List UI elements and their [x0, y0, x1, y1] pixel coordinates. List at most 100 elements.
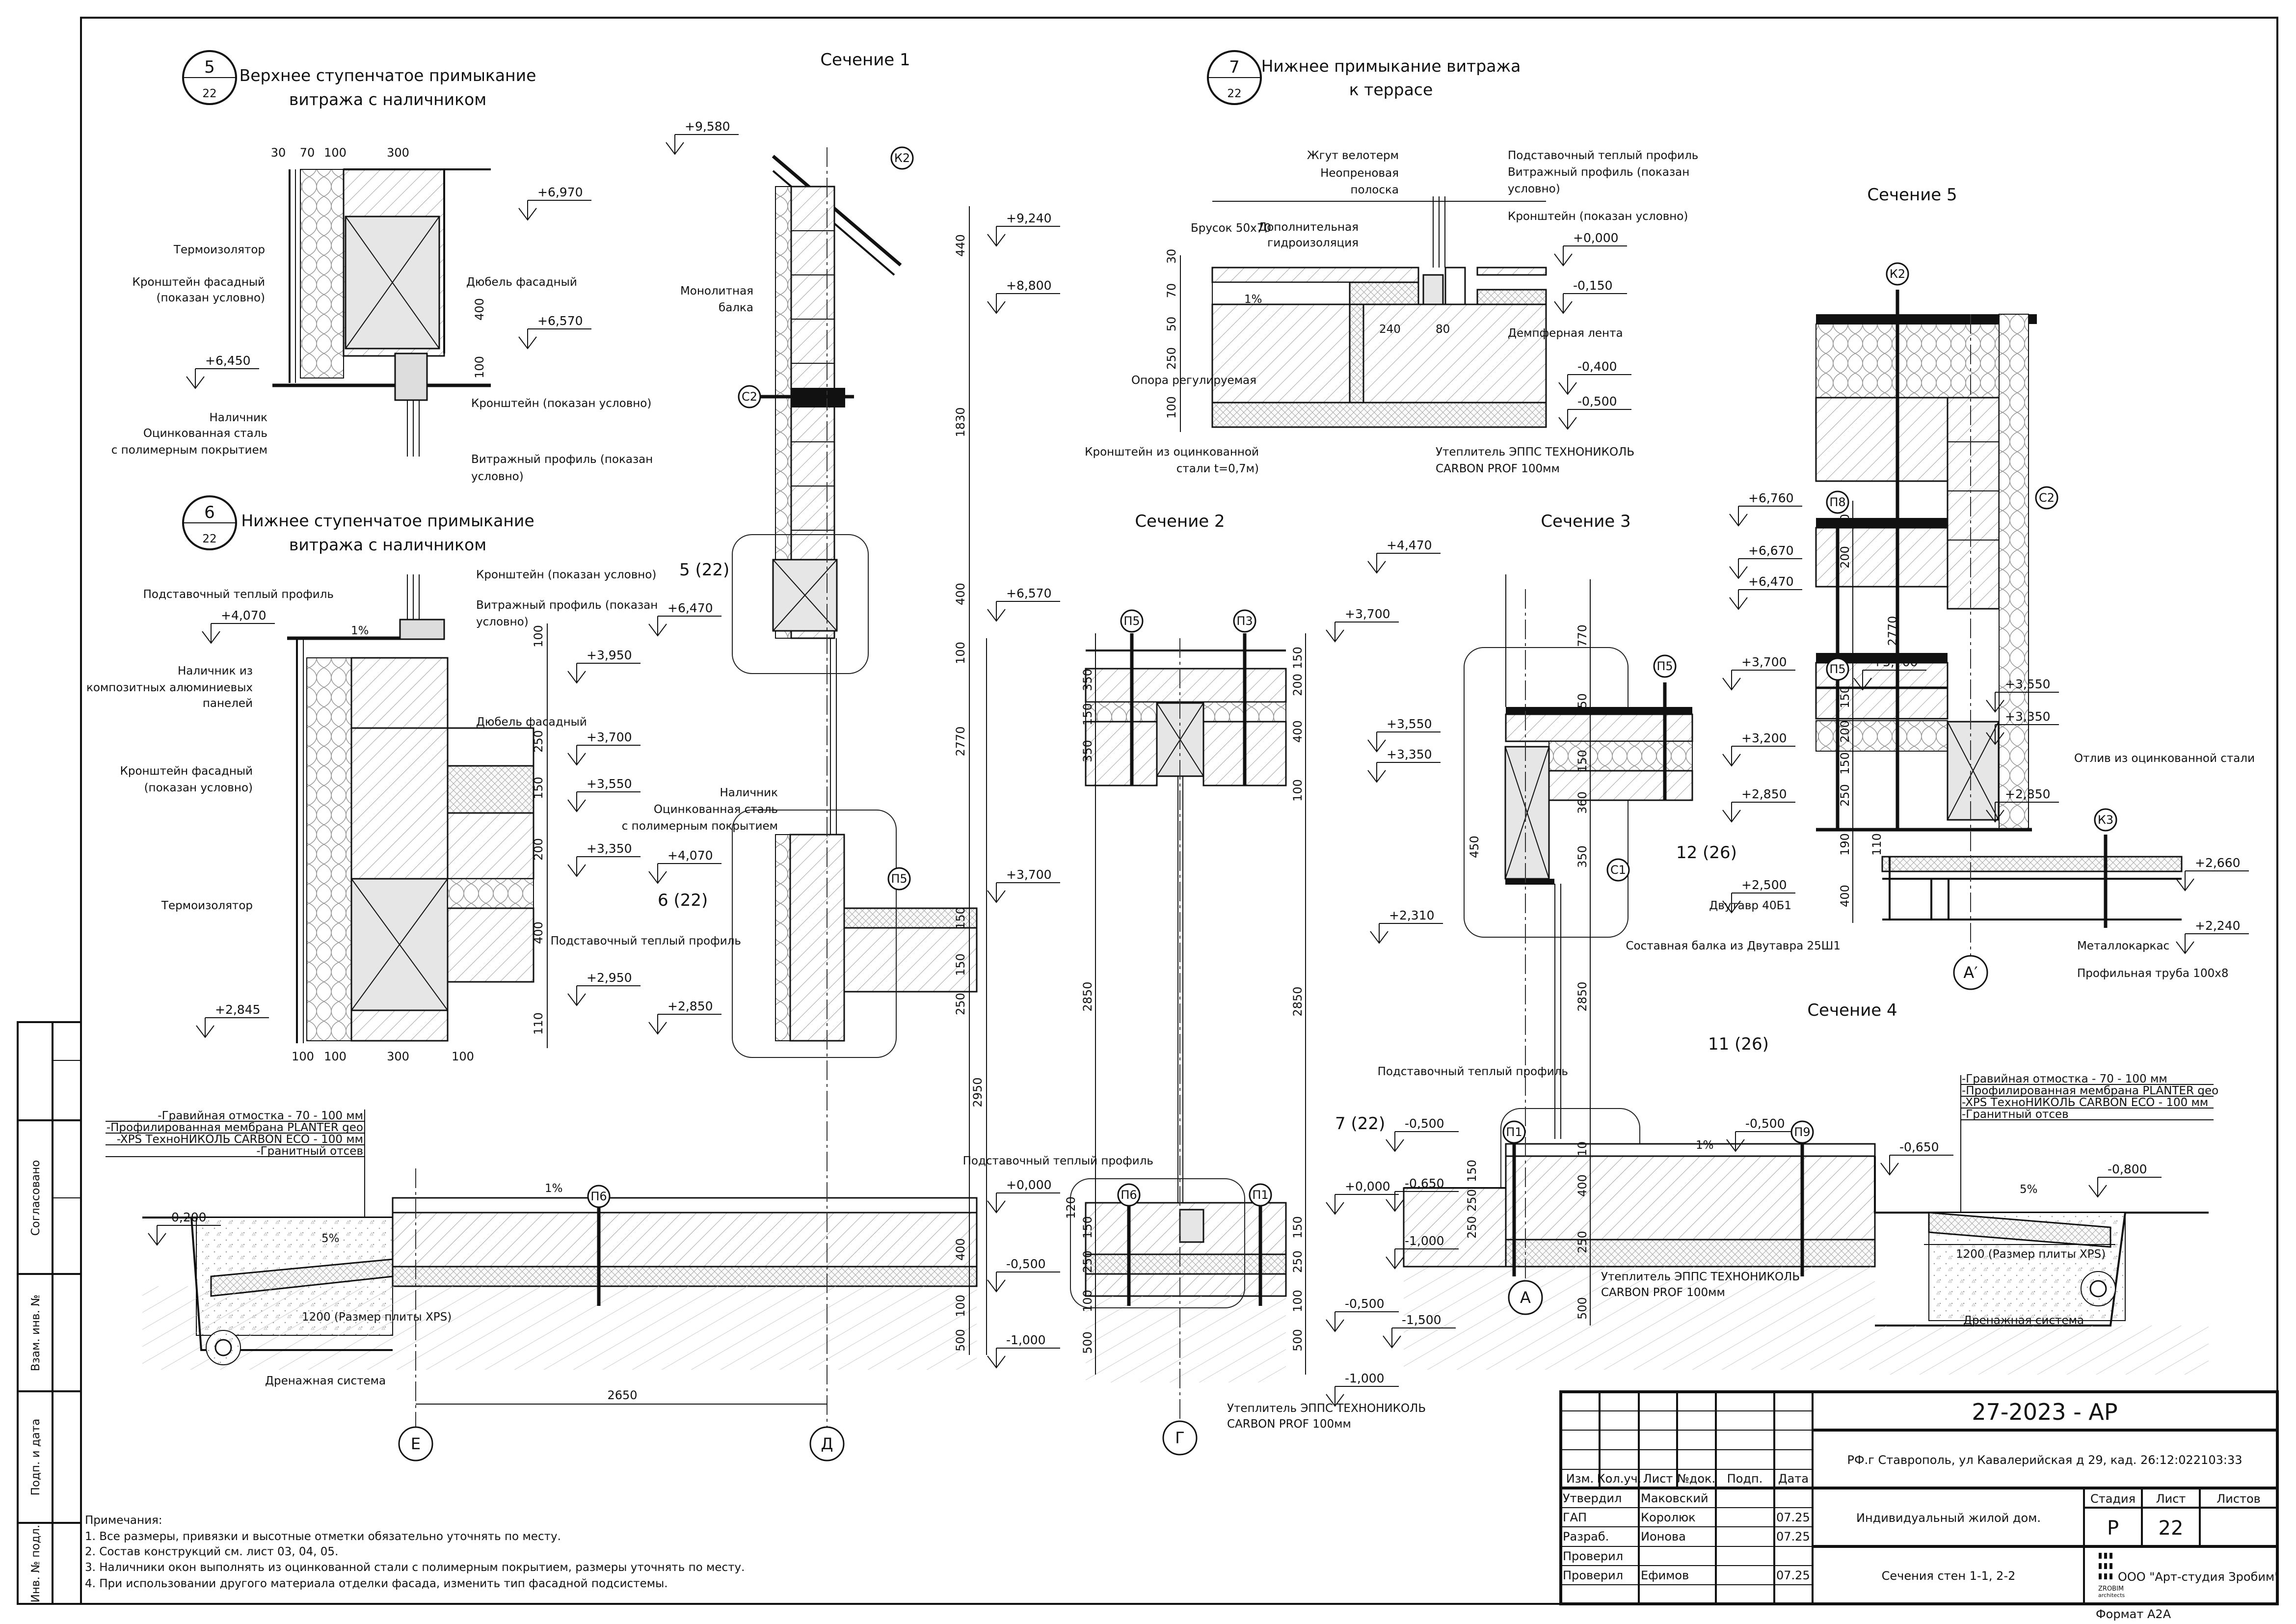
axis-marker: П5 [1653, 654, 1677, 678]
elevation-value: +3,200 [1741, 731, 1787, 745]
callout-label: Отлив из оцинкованной стали [2074, 752, 2255, 765]
elevation-value: +2,850 [1741, 787, 1787, 801]
callout-label: Оцинкованная сталь [143, 427, 267, 440]
dimension-value: 2650 [607, 1388, 637, 1402]
dimension-value: 250 [1838, 784, 1852, 807]
signature-row: Проверил [1563, 1549, 1623, 1563]
dimension-value: 250 [1465, 1216, 1479, 1239]
header-cell: Подп. [1727, 1472, 1763, 1486]
callout-label: Кронштейн (показан условно) [1508, 210, 1688, 223]
elevation-value: +2,850 [667, 999, 713, 1013]
note-item: 4. При использовании другого материала о… [85, 1577, 668, 1590]
document-code: 27-2023 - АР [1972, 1399, 2117, 1425]
elevation-arrow-icon [518, 200, 591, 221]
elevation-arrow-icon [648, 616, 721, 637]
section-5-drawing [1815, 290, 2183, 957]
elevation-mark: +2,500 [1722, 878, 1795, 914]
callout-label: CARBON PROF 100мм [1601, 1286, 1725, 1299]
dimension-value: 100 [292, 1050, 314, 1063]
section5-annotations: +6,760+6,670+6,470+3,700+3,550+3,350+2,8… [1626, 262, 2255, 990]
detail-sheet: 22 [202, 533, 216, 545]
layer-item: -Профилированная мембрана PLANTER geo [107, 1121, 363, 1134]
axis-label: П8 [1829, 495, 1845, 509]
axis-marker: К2 [1886, 262, 1909, 286]
elevation-value: +3,350 [2005, 709, 2051, 724]
callout-label: с полимерным покрытием [622, 820, 778, 833]
signature-role: Разраб. [1563, 1530, 1609, 1543]
dimension-value: 250 [532, 730, 545, 753]
elevation-value: +3,550 [1387, 717, 1432, 731]
elevation-mark: +2,240 [2176, 919, 2249, 954]
signature-role: ГАП [1563, 1511, 1587, 1524]
axis-marker: П5 [1826, 657, 1849, 681]
elevation-mark: +6,450 [186, 353, 259, 389]
elevation-mark: +3,350 [1986, 709, 2059, 745]
dimension-value: 400 [532, 921, 545, 944]
elevation-arrow-icon [987, 601, 1060, 622]
dimension-value: 100 [954, 642, 967, 664]
elevation-arrow-icon [2176, 870, 2249, 892]
sheet-format: Формат А2А [2096, 1607, 2171, 1621]
elevation-value: -0,500 [1345, 1297, 1385, 1311]
elevation-arrow-icon [1386, 1131, 1459, 1152]
layer-item: -Гравийная отмостка - 70 - 100 мм [1962, 1073, 2167, 1085]
elevation-mark: -0,800 [2088, 1162, 2162, 1198]
elevation-arrow-icon [518, 328, 591, 350]
dimension-value: 500 [954, 1329, 967, 1352]
detail-title: витража с наличником [289, 535, 486, 554]
detail-title: Верхнее ступенчатое примыкание [240, 66, 536, 85]
elevation-arrow-icon [1326, 1194, 1399, 1215]
axis-circle-icon [1162, 1420, 1198, 1456]
dimension-value: 100 [954, 1295, 967, 1317]
callout-label: 1200 (Размер плиты XPS) [302, 1311, 452, 1324]
axis-marker: К2 [890, 146, 914, 170]
detail-title: витража с наличником [289, 90, 486, 109]
company-logo: ZROBIM architects [2098, 1553, 2125, 1598]
elevation-arrow-icon [567, 856, 641, 877]
section-title: Сечение 5 [1867, 185, 1957, 205]
dimension-value: 150 [1291, 1216, 1305, 1239]
elevation-mark: -0,400 [1558, 359, 1631, 395]
signature-name: Королюк [1641, 1511, 1696, 1524]
section-4-drawing [1874, 1156, 2209, 1375]
elevation-mark: +3,700 [1853, 655, 1926, 691]
dimension-value: 2850 [1575, 981, 1589, 1011]
dimension-value: 100 [1291, 1290, 1305, 1312]
elevation-mark: +2,850 [1722, 787, 1795, 823]
dimension-value: 400 [954, 583, 967, 605]
elevation-value: +2,845 [215, 1002, 261, 1017]
dimension-value: 150 [1575, 750, 1589, 772]
detail-5-drawing [272, 168, 491, 457]
axis-marker: А [1508, 1280, 1543, 1315]
elevation-value: +6,470 [1748, 574, 1794, 589]
callout-label: 80 [1436, 323, 1450, 336]
elevation-arrow-icon [1986, 802, 2059, 823]
dimension-value: 350 [1575, 845, 1589, 868]
elevation-arrow-icon [1726, 1131, 1799, 1152]
elevation-mark: -0,500 [1558, 394, 1631, 430]
axis-circle-icon [1249, 1183, 1272, 1207]
elevation-value: +4,070 [221, 608, 267, 623]
callout-label: Дюбель фасадный [476, 716, 587, 729]
elevation-value: +4,470 [1387, 538, 1432, 552]
callout-label: Кронштейн фасадный [133, 276, 265, 289]
dimension-value: 100 [324, 1050, 347, 1063]
dimension-value: 350 [1081, 740, 1095, 762]
callout-label: CARBON PROF 100мм [1227, 1418, 1351, 1431]
elevation-mark: +6,970 [518, 185, 591, 221]
elevation-arrow-icon [1729, 506, 1802, 527]
elevation-mark: +2,850 [1986, 787, 2059, 823]
detail-title: Нижнее примыкание витража [1261, 56, 1521, 76]
signature-role: Проверил [1563, 1569, 1623, 1582]
elevation-value: +2,310 [1389, 908, 1435, 922]
section3-annotations: +4,470+3,700+3,550+3,350+3,200+2,850+2,5… [1367, 538, 1953, 1349]
elevation-arrow-icon [1722, 670, 1795, 691]
axis-marker: П5 [1120, 609, 1144, 633]
elevation-mark: +4,070 [648, 848, 721, 884]
callout-label: Подставочный теплый профиль [1378, 1065, 1568, 1078]
section-title: Сечение 4 [1807, 1001, 1897, 1020]
header-cell: Кол.уч. [1597, 1472, 1642, 1486]
callout-label: Подставочный теплый профиль [551, 935, 741, 947]
elevation-mark: -1,500 [1383, 1313, 1456, 1349]
